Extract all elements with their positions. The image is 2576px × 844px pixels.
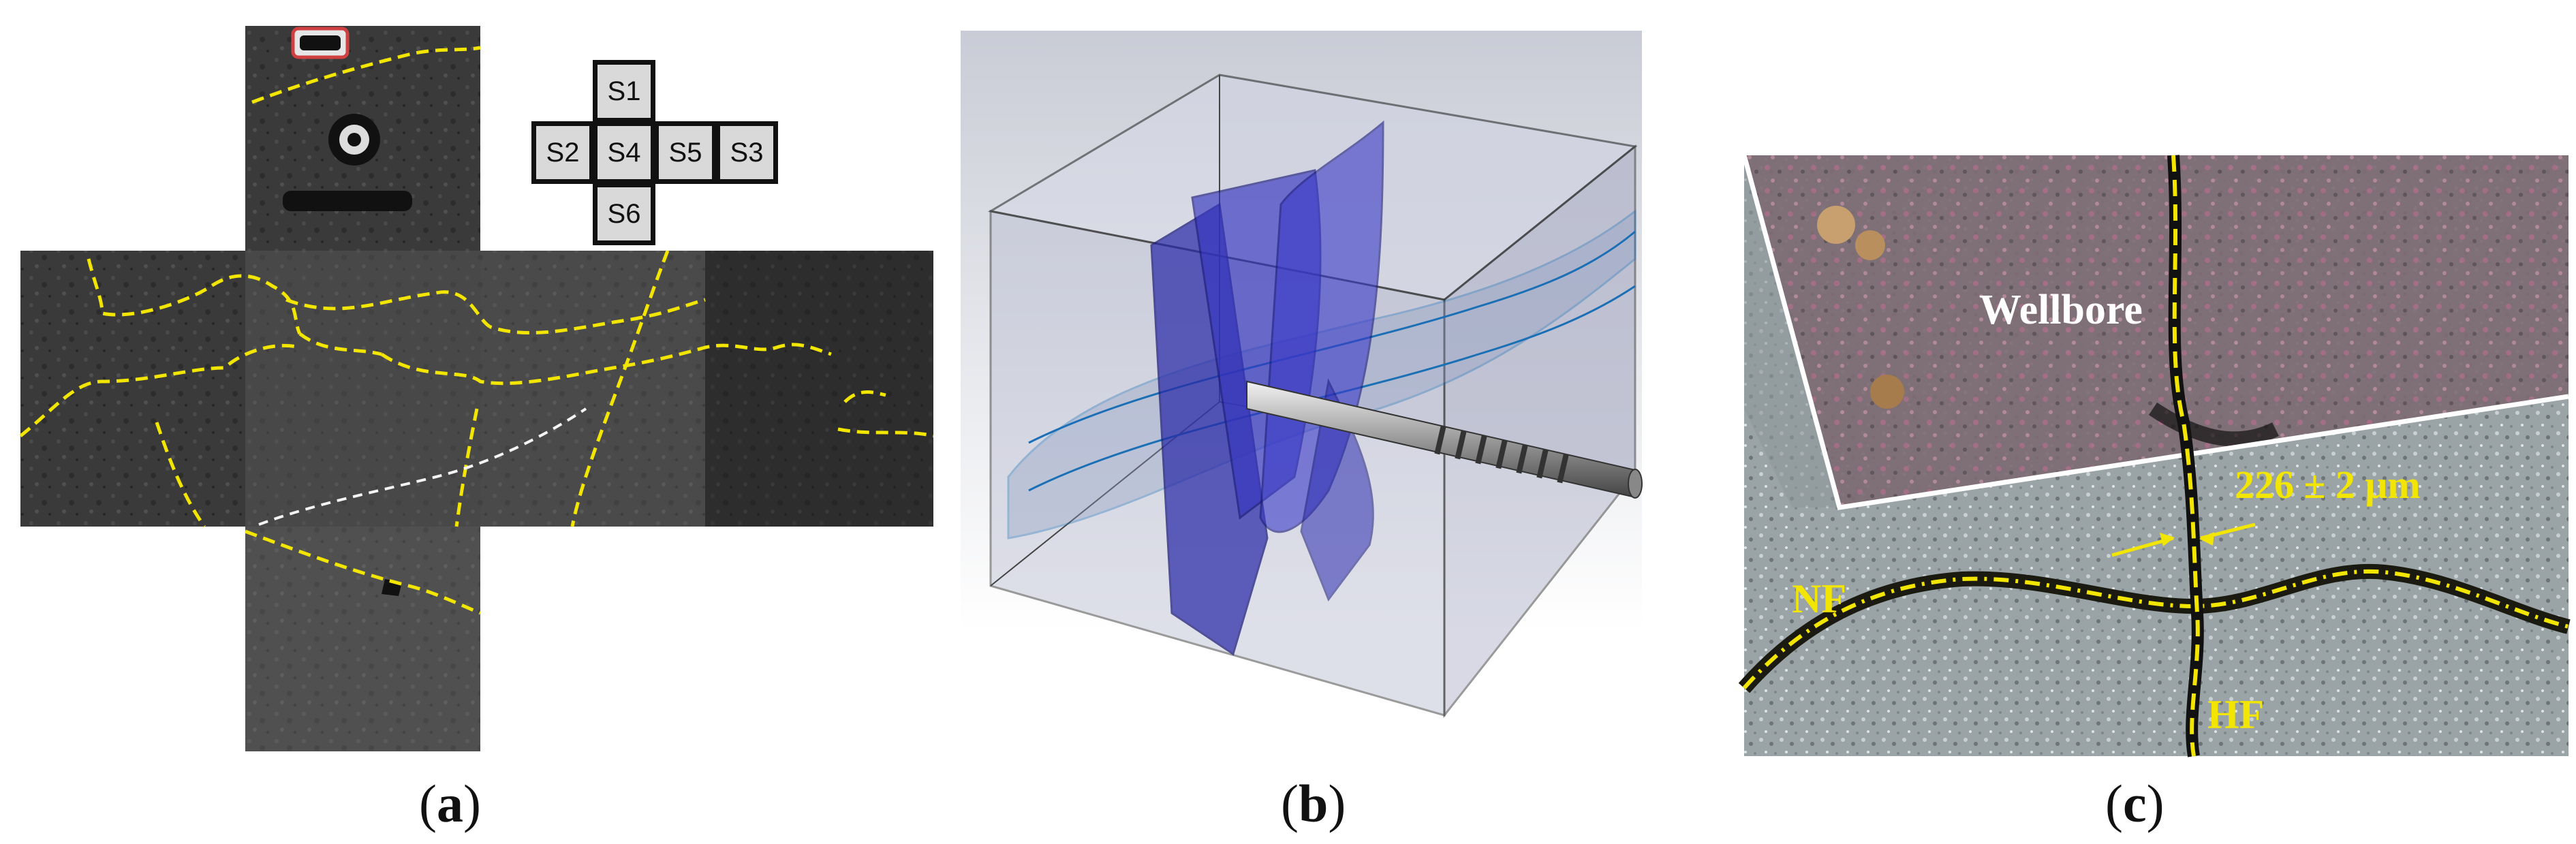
face-s3 bbox=[705, 251, 933, 527]
wellbore-label: Wellbore bbox=[1979, 287, 2143, 333]
legend-face-s2: S2 bbox=[531, 121, 594, 184]
face-s6 bbox=[245, 527, 480, 751]
nf-label: NF bbox=[1792, 576, 1846, 621]
fracture-width-label: 226 ± 2 μm bbox=[2235, 463, 2421, 507]
unfolded-cube-photo bbox=[19, 26, 934, 751]
face-s2 bbox=[20, 251, 245, 527]
legend-face-s5: S5 bbox=[654, 121, 717, 184]
fracture-3d-model bbox=[961, 31, 1643, 719]
caption-c: (c) bbox=[2105, 774, 2164, 833]
panel-a: S1 S2 S4 S5 S3 S6 (a) bbox=[0, 0, 940, 844]
legend-face-s4: S4 bbox=[593, 121, 655, 184]
wellbore-pipe bbox=[1246, 380, 1643, 499]
closeup-photo bbox=[1738, 155, 2571, 757]
hf-label: HF bbox=[2207, 692, 2265, 737]
legend-face-s1: S1 bbox=[593, 60, 655, 123]
legend-face-s3: S3 bbox=[715, 121, 778, 184]
caption-a: (a) bbox=[419, 774, 481, 833]
face-s5 bbox=[480, 251, 705, 527]
panel-c: Wellbore 226 ± 2 μm NF HF (c) bbox=[1717, 0, 2576, 844]
wellbore-outline bbox=[1741, 155, 2569, 510]
panel-b: (b) bbox=[947, 0, 1676, 844]
caption-b: (b) bbox=[1281, 774, 1346, 833]
legend-face-s6: S6 bbox=[593, 183, 655, 245]
fracture-traces bbox=[19, 46, 934, 615]
